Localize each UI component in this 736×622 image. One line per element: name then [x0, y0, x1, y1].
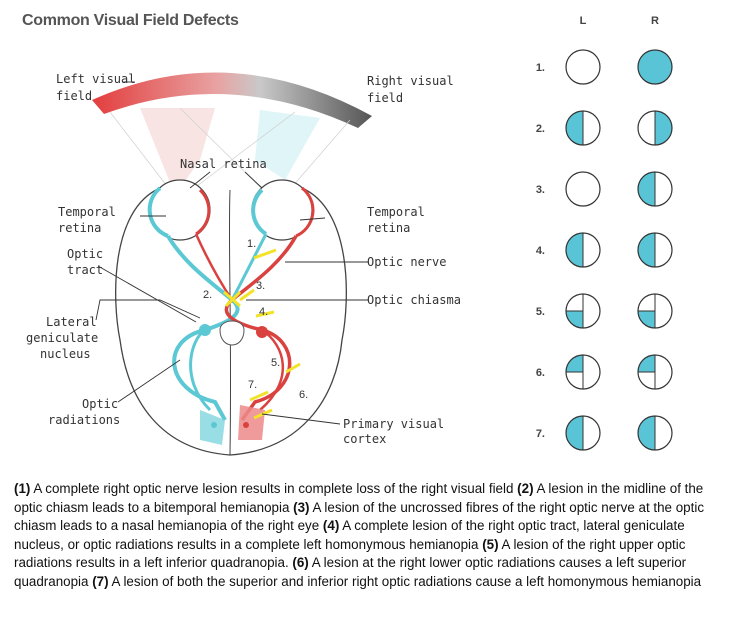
caption-sentence: A lesion in the midline of the optic chi… — [14, 481, 704, 515]
field-row-number: 6. — [536, 367, 545, 379]
caption-number: (7) — [92, 573, 109, 589]
field-row-number: 2. — [536, 123, 545, 135]
midbrain — [219, 320, 245, 346]
caption-number: (2) — [517, 481, 534, 496]
primary-visual-cortex-label-2: cortex — [343, 432, 386, 446]
visual-pathway-diagram: Left visual field Right visual field Nas… — [26, 15, 673, 456]
caption-sentence: A lesion at the right lower optic radiat… — [14, 555, 687, 589]
left-visual-field-label-1: Left visual — [56, 72, 135, 86]
left-eye-field-1 — [565, 49, 601, 85]
right-eye — [251, 179, 315, 241]
left-visual-field-label-2: field — [56, 89, 92, 103]
caption-number: (6) — [292, 555, 309, 571]
caption-number: (1) — [14, 481, 31, 496]
nasal-retina-label: Nasal retina — [180, 157, 267, 171]
right-eye-field-2 — [637, 110, 673, 146]
temporal-retina-left-label-1: Temporal — [58, 205, 116, 219]
lgn-label-1: Lateral — [46, 315, 97, 329]
field-row-number: 7. — [536, 428, 545, 440]
temporal-retina-right-label-2: retina — [367, 221, 410, 235]
field-projection-right — [255, 110, 320, 180]
lesion-number-1: 1. — [247, 238, 256, 250]
right-eye-field-3 — [637, 171, 673, 207]
right-eye-field-4 — [637, 232, 673, 268]
caption-sentence: A lesion of the uncrossed fibres of the … — [14, 499, 705, 534]
left-eye-field-6 — [565, 354, 601, 390]
right-visual-field-label-2: field — [367, 91, 403, 105]
caption-sentence: A complete right optic nerve lesion resu… — [30, 481, 518, 496]
primary-visual-cortex-label-1: Primary visual — [343, 417, 444, 431]
field-row-number: 1. — [536, 62, 545, 74]
right-visual-field-label-1: Right visual — [367, 74, 454, 88]
lesion-number-3: 3. — [256, 280, 265, 292]
lesion-number-7: 7. — [248, 379, 257, 391]
caption-number: (5) — [482, 536, 499, 552]
right-eye-field-7 — [637, 415, 673, 451]
field-row-number: 4. — [536, 245, 545, 257]
caption-sentence: A lesion of the right upper optic radiat… — [14, 536, 686, 571]
field-projection-left — [140, 108, 215, 195]
caption-text: (1) A complete right optic nerve lesion … — [14, 480, 724, 592]
temporal-retina-right-label-1: Temporal — [367, 205, 425, 219]
lgn-right — [256, 326, 268, 338]
lesion-number-6: 6. — [299, 389, 308, 401]
caption-number: (4) — [322, 518, 340, 534]
lgn-left — [199, 324, 211, 336]
temporal-retina-left-label-2: retina — [58, 221, 101, 235]
optic-radiations-label-2: radiations — [48, 413, 120, 427]
caption-sentence: A complete lesion of the right optic tra… — [14, 518, 685, 552]
lesion-number-2: 2. — [203, 289, 212, 301]
lgn-label-2: geniculate — [26, 331, 98, 345]
field-row-number: 3. — [536, 184, 545, 196]
left-eye-field-7 — [565, 415, 601, 451]
optic-tract-label-2: tract — [67, 263, 103, 277]
optic-tract-label-1: Optic — [67, 247, 103, 261]
lesion-number-4: 4. — [259, 306, 268, 318]
visual-field-table: 1. 2. 3. 4. 5. 6. 7. — [536, 49, 673, 451]
left-eye-field-2 — [565, 110, 601, 146]
caption-number: (3) — [293, 499, 310, 515]
left-eye — [147, 179, 211, 241]
column-header-right-eye: R — [651, 15, 659, 27]
left-eye-field-5 — [565, 293, 601, 329]
cyan-pathway — [166, 234, 240, 421]
lesion-number-5: 5. — [271, 357, 280, 369]
optic-chiasma-label: Optic chiasma — [367, 293, 461, 307]
optic-nerve-label: Optic nerve — [367, 255, 446, 269]
figure-title: Common Visual Field Defects — [22, 12, 239, 29]
visual-field-arc — [92, 72, 372, 128]
optic-radiations-label-1: Optic — [82, 397, 118, 411]
field-row-number: 5. — [536, 306, 545, 318]
right-eye-field-5 — [637, 293, 673, 329]
column-header-left-eye: L — [580, 15, 587, 27]
caption-sentence: A lesion of both the superior and inferi… — [108, 573, 702, 589]
right-eye-field-6 — [637, 354, 673, 390]
left-eye-field-4 — [565, 232, 601, 268]
left-eye-field-3 — [565, 171, 601, 207]
lgn-label-3: nucleus — [40, 347, 91, 361]
right-eye-field-1 — [637, 49, 673, 85]
